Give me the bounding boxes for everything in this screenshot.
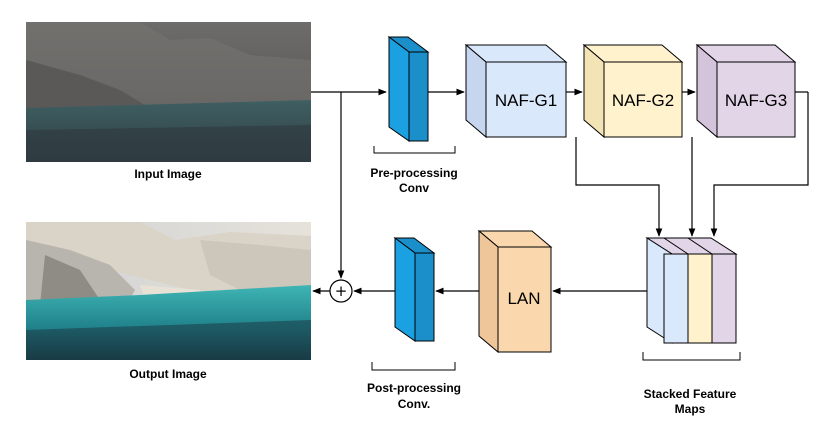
naf-g1-block: NAF-G1 — [464, 43, 568, 139]
pre-conv-label-line2: Conv — [399, 181, 429, 195]
adder-symbol: + — [335, 282, 348, 300]
pre-conv-label-line1: Pre-processing — [370, 166, 457, 180]
input-image — [26, 22, 311, 162]
output-image — [26, 222, 311, 360]
naf-g2-block: NAF-G2 — [582, 43, 684, 139]
stacked-feature-maps — [645, 237, 738, 344]
post-processing-conv-block — [393, 237, 436, 342]
input-image-caption: Input Image — [134, 167, 202, 181]
naf-g3-block: NAF-G3 — [695, 43, 797, 139]
stacked-label-line1: Stacked Feature — [644, 387, 737, 401]
arrow-nafg1-to-stack — [575, 137, 663, 237]
post-conv-brace — [371, 362, 456, 371]
stacked-label-line2: Maps — [675, 402, 706, 416]
post-conv-label-line2: Conv. — [398, 397, 430, 411]
lan-label: LAN — [507, 289, 540, 308]
output-image-caption: Output Image — [129, 367, 207, 381]
post-conv-label-line1: Post-processing — [367, 381, 461, 395]
pre-processing-conv-block — [387, 36, 430, 142]
naf-g2-label: NAF-G2 — [612, 91, 674, 110]
adder-node: + — [329, 279, 353, 303]
connections — [311, 88, 809, 295]
lan-block: LAN — [477, 229, 553, 354]
naf-g3-label: NAF-G3 — [725, 91, 787, 110]
pre-conv-brace — [373, 146, 456, 154]
stacked-brace — [642, 352, 741, 361]
naf-g1-label: NAF-G1 — [495, 91, 557, 110]
arrow-nafg3-to-stack — [710, 92, 809, 237]
